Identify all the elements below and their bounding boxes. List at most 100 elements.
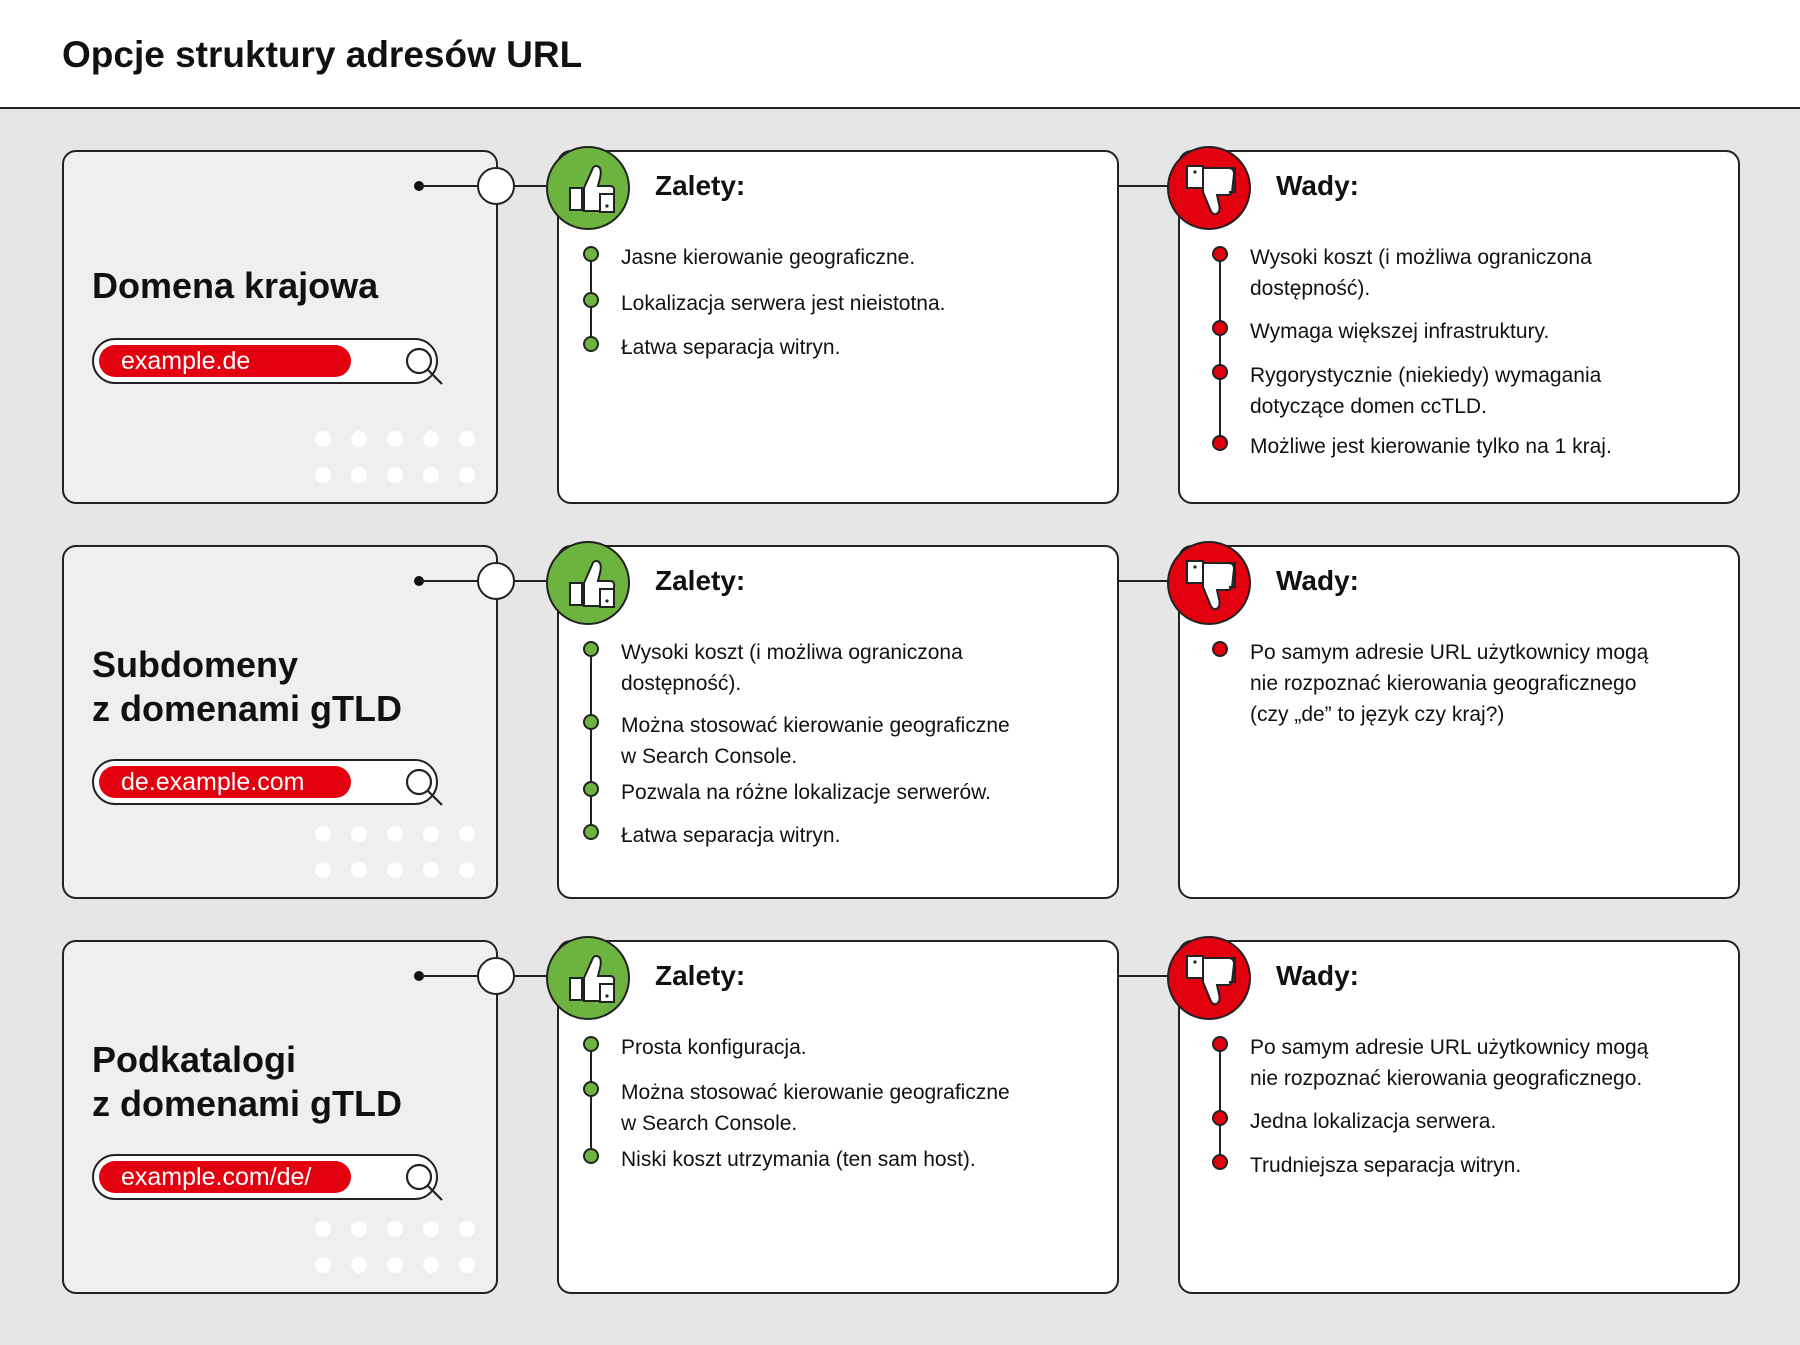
connector-dot [414,971,424,981]
con-item: Rygorystycznie (niekiedy) wymagania doty… [1212,360,1730,422]
url-bar: de.example.com [92,759,443,806]
bullet-green [583,1081,599,1097]
bullet-green [583,246,599,262]
decor-dot [387,1257,403,1273]
pros-badge [546,936,630,1020]
con-item: Wysoki koszt (i możliwa ograniczona dost… [1212,242,1730,304]
con-item: Po samym adresie URL użytkownicy mogą ni… [1212,1032,1730,1094]
connector-line [1119,975,1179,977]
option-title: Domena krajowa [92,265,379,306]
pro-text: Można stosować kierowanie geograficzne w… [621,714,1010,768]
decor-dot [423,1221,439,1237]
decor-dot [351,1221,367,1237]
search-icon [402,1160,446,1204]
decor-dots [315,1221,495,1301]
pros-card: Zalety: Jasne kierowanie geograficzne. L… [557,150,1119,504]
con-text: Po samym adresie URL użytkownicy mogą ni… [1250,641,1649,726]
decor-dot [315,431,331,447]
decor-dot [459,1257,475,1273]
option-title: Podkatalogi z domenami gTLD [92,1039,403,1124]
decor-dot [387,826,403,842]
connector-circle [477,957,515,995]
decor-dot [387,467,403,483]
connector-dot [414,181,424,191]
con-item: Po samym adresie URL użytkownicy mogą ni… [1212,637,1730,730]
decor-dot [351,431,367,447]
decor-dots [315,431,495,511]
con-text: Po samym adresie URL użytkownicy mogą ni… [1250,1036,1649,1090]
pro-text: Pozwala na różne lokalizacje serwerów. [621,781,992,804]
url-pill: example.de [99,345,351,377]
pro-text: Można stosować kierowanie geograficzne w… [621,1081,1010,1135]
pro-item: Prosta konfiguracja. [583,1032,1101,1063]
connector-dot [414,576,424,586]
pro-text: Lokalizacja serwera jest nieistotna. [621,292,946,315]
pro-text: Wysoki koszt (i możliwa ograniczona dost… [621,641,963,695]
list-line [590,1044,592,1156]
decor-dot [387,862,403,878]
cons-badge [1167,146,1251,230]
con-item: Jedna lokalizacja serwera. [1212,1106,1730,1137]
decor-dot [459,862,475,878]
con-text: Trudniejsza separacja witryn. [1250,1154,1522,1177]
con-text: Rygorystycznie (niekiedy) wymagania doty… [1250,364,1602,418]
pros-heading: Zalety: [655,170,746,201]
list-line [590,649,592,832]
pros-heading: Zalety: [655,960,746,991]
pro-item: Lokalizacja serwera jest nieistotna. [583,288,1101,319]
decor-dot [387,431,403,447]
search-icon [402,344,446,388]
con-item: Możliwe jest kierowanie tylko na 1 kraj. [1212,431,1730,462]
option-card: Subdomeny z domenami gTLD de.example.com [62,545,498,899]
decor-dot [315,1257,331,1273]
header: Opcje struktury adresów URL [0,0,1800,109]
cons-card: Wady: Wysoki koszt (i możliwa ograniczon… [1178,150,1740,504]
cons-card: Wady: Po samym adresie URL użytkownicy m… [1178,940,1740,1294]
url-bar: example.com/de/ [92,1154,443,1201]
pro-item: Pozwala na różne lokalizacje serwerów. [583,777,1101,808]
decor-dot [351,1257,367,1273]
con-text: Wysoki koszt (i możliwa ograniczona dost… [1250,246,1592,300]
option-row: Podkatalogi z domenami gTLD example.com/… [0,936,1800,1296]
connector-circle [477,167,515,205]
connector-circle [477,562,515,600]
connector-line [1119,185,1179,187]
decor-dot [423,826,439,842]
con-text: Jedna lokalizacja serwera. [1250,1110,1497,1133]
cons-badge [1167,936,1251,1020]
bullet-red [1212,246,1228,262]
con-item: Trudniejsza separacja witryn. [1212,1150,1730,1181]
bullet-green [583,714,599,730]
pro-item: Łatwa separacja witryn. [583,820,1101,851]
decor-dot [423,467,439,483]
decor-dot [315,1221,331,1237]
con-text: Wymaga większej infrastruktury. [1250,320,1550,343]
pros-card: Zalety: Wysoki koszt (i możliwa ogranicz… [557,545,1119,899]
bullet-green [583,1148,599,1164]
decor-dot [423,431,439,447]
decor-dot [315,467,331,483]
pro-item: Niski koszt utrzymania (ten sam host). [583,1144,1101,1175]
cons-heading: Wady: [1276,960,1359,991]
list-line [1219,1044,1221,1162]
bullet-red [1212,320,1228,336]
decor-dot [423,862,439,878]
url-bar: example.de [92,338,443,385]
decor-dot [351,862,367,878]
bullet-red [1212,1110,1228,1126]
decor-dot [351,826,367,842]
decor-dot [387,1221,403,1237]
decor-dot [459,826,475,842]
bullet-green [583,292,599,308]
con-text: Możliwe jest kierowanie tylko na 1 kraj. [1250,435,1612,458]
page-title: Opcje struktury adresów URL [62,34,583,75]
pros-badge [546,541,630,625]
decor-dots [315,826,495,906]
connector-line [1119,580,1179,582]
bullet-red [1212,641,1228,657]
pro-text: Jasne kierowanie geograficzne. [621,246,916,269]
decor-dot [351,467,367,483]
option-card: Domena krajowa example.de [62,150,498,504]
decor-dot [315,826,331,842]
decor-dot [459,431,475,447]
